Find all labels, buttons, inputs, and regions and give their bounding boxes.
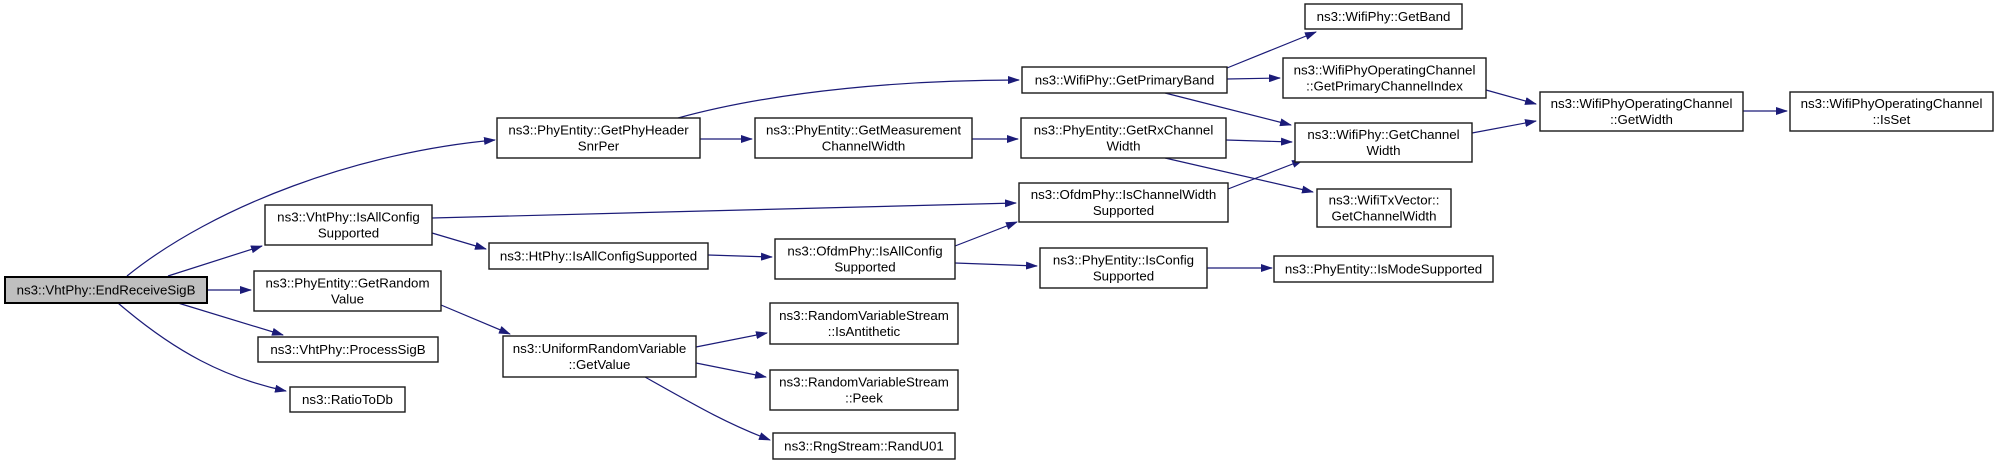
edge-get-phy-header-snr-per--get-primary-band [677,76,1020,119]
edge-end-receive-sigb--vht-is-all-config [167,245,263,277]
node-label: Supported [1093,203,1154,218]
node-label: ns3::VhtPhy::ProcessSigB [270,342,425,357]
node-label: ns3::WifiPhy::GetBand [1317,9,1451,24]
edge-ofdm-is-all-config--is-config-supported [954,261,1038,270]
node-label: ::IsSet [1873,112,1911,127]
node-label: Supported [1093,269,1154,284]
node-label: ns3::WifiPhyOperatingChannel [1551,96,1733,111]
node-label: ChannelWidth [822,139,906,154]
node-get-band[interactable]: ns3::WifiPhy::GetBand [1304,3,1463,30]
node-label: ns3::PhyEntity::GetPhyHeader [508,123,689,138]
node-label: ns3::PhyEntity::IsModeSupported [1285,262,1482,277]
edge-get-primary-band--get-band [1226,31,1317,69]
edge-get-rx-channel-width--txvector-get-channel-width [1164,157,1314,194]
node-label: Width [1107,139,1141,154]
node-label: ::Peek [845,391,883,406]
node-label: ns3::RatioToDb [302,392,393,407]
node-label: ns3::RandomVariableStream [779,375,949,390]
edge-vht-is-all-config--ht-is-all-config [431,232,487,250]
node-label: ns3::WifiPhyOperatingChannel [1294,63,1476,78]
node-label: ns3::PhyEntity::GetRxChannel [1034,123,1214,138]
edge-get-rx-channel-width--wifi-get-channel-width [1225,137,1293,146]
node-ratio-to-db[interactable]: ns3::RatioToDb [289,386,406,413]
node-get-measurement-ch-width[interactable]: ns3::PhyEntity::GetMeasurementChannelWid… [754,117,973,159]
edge-get-primary-band--wifi-get-channel-width [1164,92,1292,127]
node-ofdm-is-all-config[interactable]: ns3::OfdmPhy::IsAllConfigSupported [774,238,956,280]
node-label: ns3::WifiPhy::GetPrimaryBand [1035,73,1215,88]
node-label: ns3::PhyEntity::GetRandom [265,276,429,291]
node-label: ns3::OfdmPhy::IsAllConfig [787,244,942,259]
edge-get-primary-channel-index--opchan-get-width [1485,89,1537,105]
edge-get-random-value--uniform-get-value [440,304,511,335]
edge-wifi-get-channel-width--opchan-get-width [1471,119,1537,134]
node-label: Value [331,292,364,307]
node-label: ns3::VhtPhy::EndReceiveSigB [17,283,196,298]
node-is-mode-supported[interactable]: ns3::PhyEntity::IsModeSupported [1273,255,1494,283]
node-label: ns3::HtPhy::IsAllConfigSupported [500,249,697,264]
node-get-primary-channel-index[interactable]: ns3::WifiPhyOperatingChannel::GetPrimary… [1282,57,1487,99]
edge-ofdm-is-all-config--ofdm-is-channel-width [954,221,1018,247]
edge-ht-is-all-config--ofdm-is-all-config [707,252,773,261]
node-label: Supported [318,226,379,241]
edge-ofdm-is-channel-width--wifi-get-channel-width [1227,159,1304,190]
node-label: ns3::UniformRandomVariable [513,341,686,356]
node-opchan-is-set[interactable]: ns3::WifiPhyOperatingChannel::IsSet [1789,91,1994,132]
edge-uniform-get-value--rand-u01 [644,376,771,441]
node-label: ns3::RandomVariableStream [779,308,949,323]
edge-uniform-get-value--is-antithetic [695,331,768,348]
edge-get-primary-band--get-primary-channel-index [1226,74,1281,83]
node-ht-is-all-config[interactable]: ns3::HtPhy::IsAllConfigSupported [488,242,709,270]
node-is-antithetic[interactable]: ns3::RandomVariableStream::IsAntithetic [769,302,959,345]
edge-end-receive-sigb--get-phy-header-snr-per [126,136,496,277]
node-vht-is-all-config[interactable]: ns3::VhtPhy::IsAllConfigSupported [264,204,433,246]
node-label: ns3::WifiPhyOperatingChannel [1801,96,1983,111]
node-rand-u01[interactable]: ns3::RngStream::RandU01 [772,432,956,460]
node-opchan-get-width[interactable]: ns3::WifiPhyOperatingChannel::GetWidth [1539,91,1744,132]
edge-end-receive-sigb--ratio-to-db [117,302,287,393]
node-get-primary-band[interactable]: ns3::WifiPhy::GetPrimaryBand [1021,66,1228,94]
node-peek[interactable]: ns3::RandomVariableStream::Peek [769,369,959,411]
node-label: ns3::OfdmPhy::IsChannelWidth [1031,187,1217,202]
node-label: SnrPer [578,139,620,154]
node-label: ::IsAntithetic [828,324,901,339]
node-label: ns3::VhtPhy::IsAllConfig [277,210,420,225]
edge-uniform-get-value--peek [695,362,767,379]
node-end-receive-sigb[interactable]: ns3::VhtPhy::EndReceiveSigB [4,276,208,304]
node-label: ns3::RngStream::RandU01 [784,439,944,454]
node-label: ns3::PhyEntity::IsConfig [1053,253,1194,268]
node-label: ns3::PhyEntity::GetMeasurement [766,123,961,138]
node-label: ::GetWidth [1610,112,1673,127]
node-label: ::GetPrimaryChannelIndex [1306,79,1463,94]
node-uniform-get-value[interactable]: ns3::UniformRandomVariable::GetValue [502,335,697,378]
node-label: GetChannelWidth [1332,209,1437,224]
node-label: ns3::WifiPhy::GetChannel [1307,127,1459,142]
edge-end-receive-sigb--process-sigb [177,302,284,336]
node-label: Width [1367,143,1401,158]
node-label: Supported [834,260,895,275]
node-label: ::GetValue [569,357,631,372]
node-wifi-get-channel-width[interactable]: ns3::WifiPhy::GetChannelWidth [1294,122,1473,163]
node-process-sigb[interactable]: ns3::VhtPhy::ProcessSigB [257,336,439,363]
node-label: ns3::WifiTxVector:: [1329,193,1440,208]
edge-vht-is-all-config--ofdm-is-channel-width [431,199,1017,219]
node-txvector-get-channel-width[interactable]: ns3::WifiTxVector::GetChannelWidth [1316,188,1452,228]
